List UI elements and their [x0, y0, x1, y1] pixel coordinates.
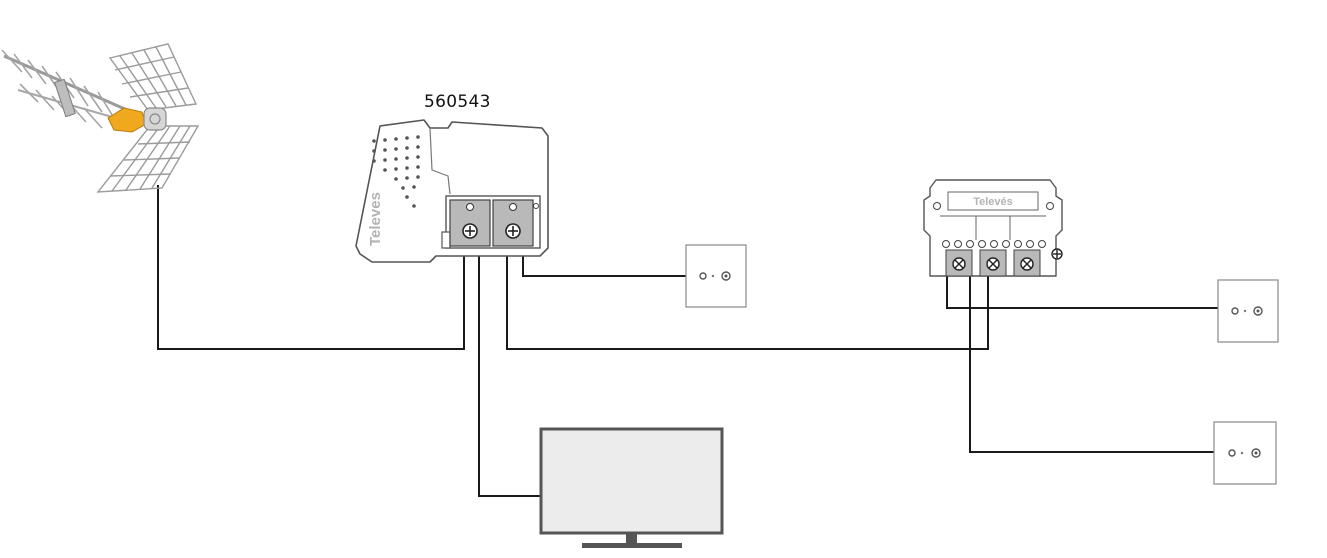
- splitter-power-terminal: [1051, 248, 1063, 260]
- wall-socket-icon: [1217, 279, 1279, 343]
- antenna-icon: [1, 43, 200, 193]
- tv-icon: [539, 427, 724, 548]
- amplifier-connector-input: [449, 199, 491, 247]
- cables: [157, 185, 1218, 497]
- cable-splitter-to-socket-3: [969, 276, 1214, 453]
- cable-amplifier-to-socket-1: [522, 246, 686, 277]
- splitter-output-3: [1013, 249, 1041, 277]
- wall-socket-icon: [1213, 421, 1277, 485]
- cable-antenna-to-amplifier: [157, 185, 465, 350]
- cable-amplifier-to-splitter: [506, 246, 989, 350]
- amplifier-icon: Televes: [355, 119, 549, 263]
- amplifier-connector-output: [492, 199, 534, 247]
- splitter-output-1: [945, 249, 973, 277]
- splitter-brand: Televés: [973, 196, 1013, 208]
- amplifier-model-label: 560543: [424, 92, 491, 112]
- splitter-output-2: [979, 249, 1007, 277]
- amplifier-brand: Televes: [367, 192, 384, 246]
- cable-splitter-to-socket-2: [946, 276, 1218, 309]
- splitter-icon: Televés: [923, 179, 1063, 277]
- wall-socket-icon: [685, 244, 747, 308]
- cable-amplifier-to-tv: [478, 246, 541, 497]
